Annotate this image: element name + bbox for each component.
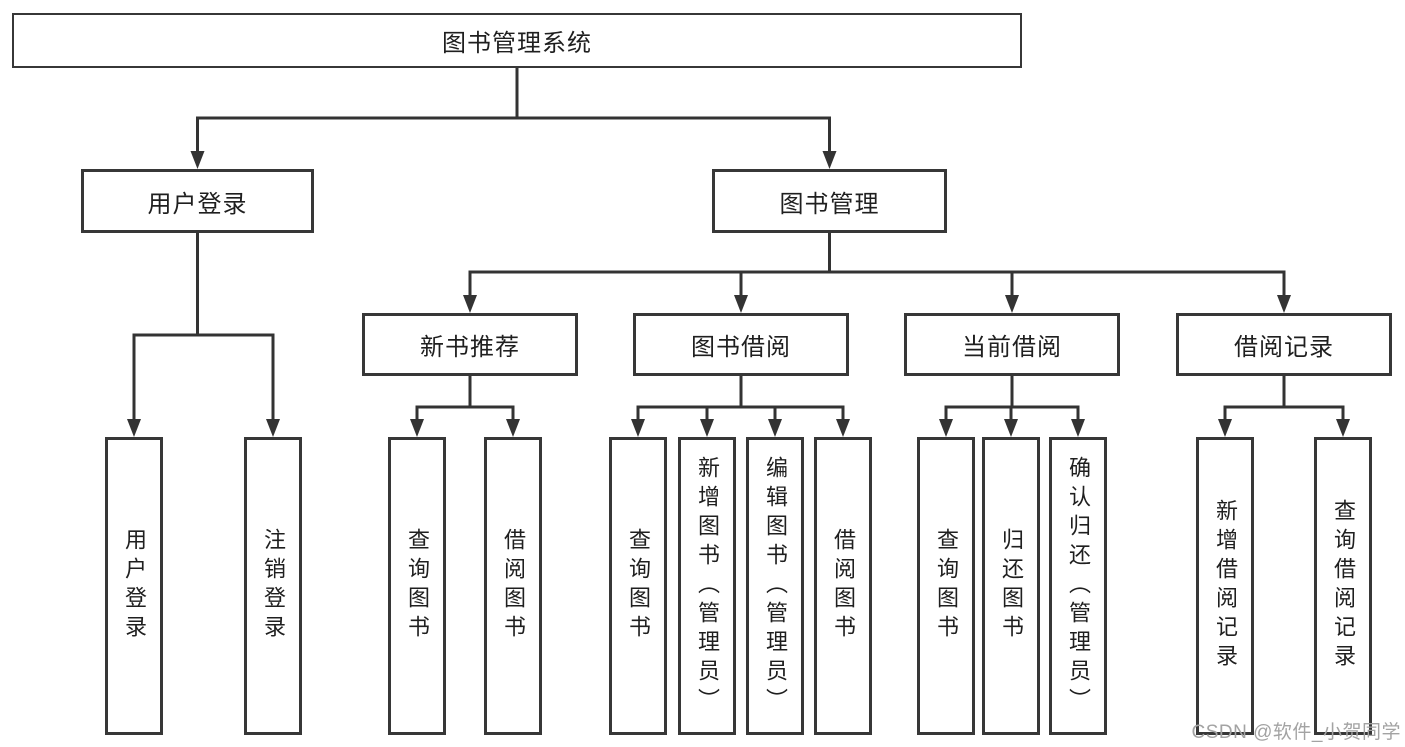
connector-user-login xyxy=(134,233,273,337)
arrowhead-book-borrowing xyxy=(734,295,748,313)
node-cur-return-books: 归还图书 xyxy=(982,437,1040,735)
node-label-user-login-leaf: 用户登录 xyxy=(122,528,147,644)
node-label-cur-return-books: 归还图书 xyxy=(999,528,1024,644)
node-user-login-leaf: 用户登录 xyxy=(105,437,163,735)
arrowhead-cur-confirm-return xyxy=(1071,419,1085,437)
node-nb-borrow-books: 借阅图书 xyxy=(484,437,542,735)
node-library-system: 图书管理系统 xyxy=(12,13,1022,68)
node-label-cur-confirm-return: 确认归还（管理员） xyxy=(1066,455,1091,717)
arrowhead-bw-query-books xyxy=(631,419,645,437)
node-book-management: 图书管理 xyxy=(712,169,947,233)
connector-book-management xyxy=(470,233,1284,274)
node-cur-confirm-return: 确认归还（管理员） xyxy=(1049,437,1107,735)
node-label-library-system: 图书管理系统 xyxy=(442,30,592,57)
node-book-borrowing: 图书借阅 xyxy=(633,313,849,376)
node-new-book-recommend: 新书推荐 xyxy=(362,313,578,376)
watermark-text: CSDN @软件_小贺同学 xyxy=(1191,722,1401,743)
arrowhead-bw-borrow-books xyxy=(836,419,850,437)
arrowhead-nb-query-books xyxy=(410,419,424,437)
arrowhead-new-book-recommend xyxy=(463,295,477,313)
arrowhead-user-login-leaf xyxy=(127,419,141,437)
arrowhead-borrow-records xyxy=(1277,295,1291,313)
arrowhead-book-management xyxy=(822,151,837,169)
node-user-login: 用户登录 xyxy=(81,169,314,233)
arrowhead-current-borrowing xyxy=(1005,295,1019,313)
connector-new-book-recommend xyxy=(417,376,513,409)
node-current-borrowing: 当前借阅 xyxy=(904,313,1120,376)
arrowhead-nb-borrow-books xyxy=(506,419,520,437)
connector-library-system xyxy=(197,68,830,120)
arrowhead-rec-query-record xyxy=(1336,419,1350,437)
node-bw-edit-books: 编辑图书（管理员） xyxy=(746,437,804,735)
node-label-new-book-recommend: 新书推荐 xyxy=(420,334,520,361)
node-label-cur-query-books: 查询图书 xyxy=(934,528,959,644)
arrowhead-cur-query-books xyxy=(939,419,953,437)
node-bw-query-books: 查询图书 xyxy=(609,437,667,735)
node-logout-leaf: 注销登录 xyxy=(244,437,302,735)
connector-book-borrowing xyxy=(638,376,843,409)
connector-borrow-records xyxy=(1225,376,1343,409)
connector-current-borrowing xyxy=(946,376,1078,409)
node-label-bw-add-books: 新增图书（管理员） xyxy=(695,455,720,717)
node-cur-query-books: 查询图书 xyxy=(917,437,975,735)
node-bw-borrow-books: 借阅图书 xyxy=(814,437,872,735)
arrowhead-logout-leaf xyxy=(266,419,280,437)
node-label-current-borrowing: 当前借阅 xyxy=(962,334,1062,361)
node-label-logout-leaf: 注销登录 xyxy=(261,528,286,644)
node-label-rec-add-record: 新增借阅记录 xyxy=(1213,499,1238,673)
arrowhead-cur-return-books xyxy=(1004,419,1018,437)
arrowhead-bw-add-books xyxy=(700,419,714,437)
node-label-bw-query-books: 查询图书 xyxy=(626,528,651,644)
node-nb-query-books: 查询图书 xyxy=(388,437,446,735)
node-borrow-records: 借阅记录 xyxy=(1176,313,1392,376)
node-label-nb-query-books: 查询图书 xyxy=(405,528,430,644)
node-label-borrow-records: 借阅记录 xyxy=(1234,334,1334,361)
node-label-rec-query-record: 查询借阅记录 xyxy=(1331,499,1356,673)
node-rec-query-record: 查询借阅记录 xyxy=(1314,437,1372,735)
node-bw-add-books: 新增图书（管理员） xyxy=(678,437,736,735)
node-label-book-borrowing: 图书借阅 xyxy=(691,334,791,361)
node-label-bw-borrow-books: 借阅图书 xyxy=(831,528,856,644)
arrowhead-bw-edit-books xyxy=(768,419,782,437)
node-rec-add-record: 新增借阅记录 xyxy=(1196,437,1254,735)
node-label-bw-edit-books: 编辑图书（管理员） xyxy=(763,455,788,717)
node-label-book-management: 图书管理 xyxy=(779,190,880,218)
node-label-user-login: 用户登录 xyxy=(147,190,248,218)
arrowhead-rec-add-record xyxy=(1218,419,1232,437)
arrowhead-user-login xyxy=(190,151,205,169)
node-label-nb-borrow-books: 借阅图书 xyxy=(501,528,526,644)
